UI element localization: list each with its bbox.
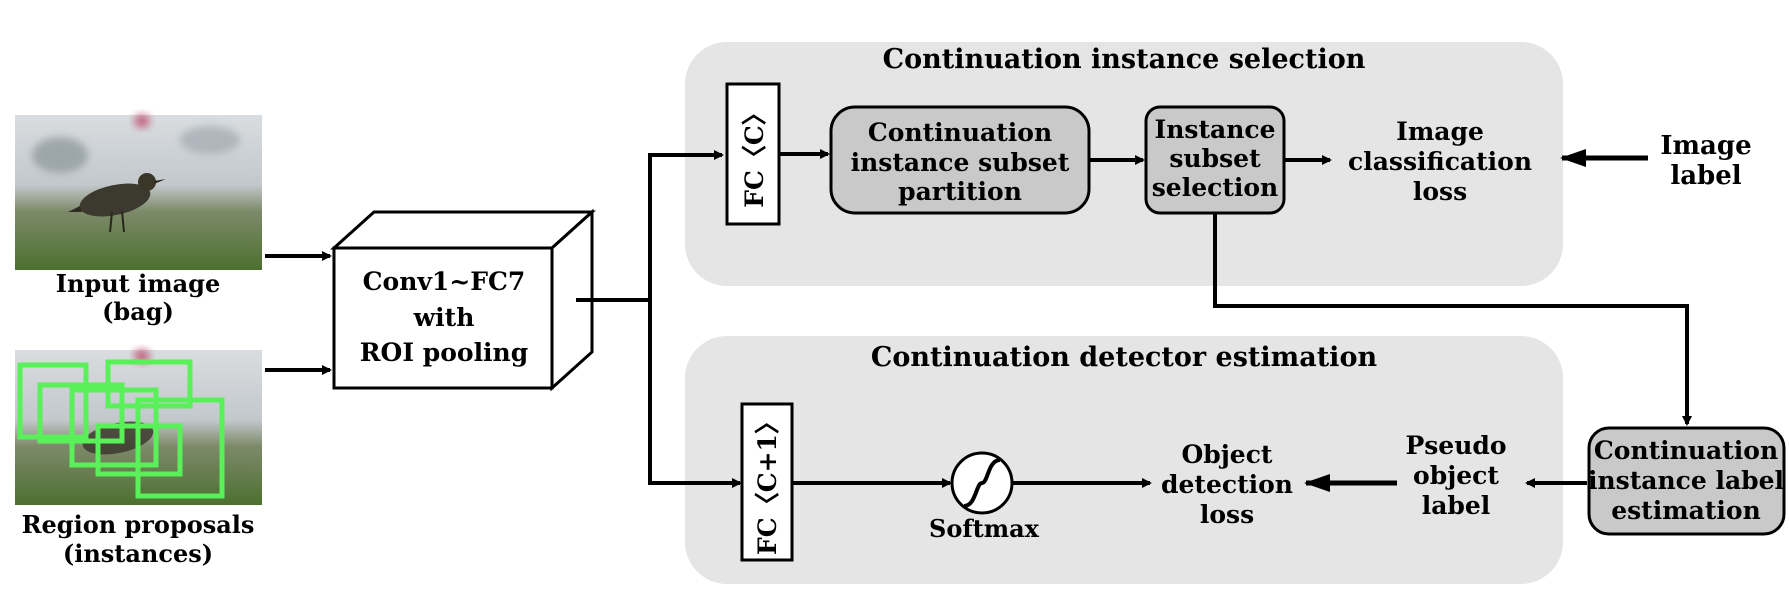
label-estimation-block (1587, 426, 1786, 536)
image-loss-label-line3: loss (1413, 177, 1467, 206)
branch-connector (576, 150, 742, 488)
image-loss-label-line1: Image (1396, 117, 1484, 146)
region-proposals-caption-line1: Region proposals (22, 510, 255, 539)
softmax-label: Softmax (929, 514, 1040, 543)
arrow-selection-to-label-estimation (1213, 213, 1692, 426)
subset-selection-label-line3: selection (1152, 173, 1279, 202)
image-label-line2: label (1670, 161, 1741, 191)
partition-label-line3: partition (898, 177, 1022, 206)
proposal-boxes (17, 359, 225, 499)
backbone-label-line2: with (413, 303, 475, 332)
selection-panel (685, 42, 1563, 286)
input-image (15, 114, 262, 270)
detection-loss-label-line3: loss (1200, 500, 1254, 529)
input-image-caption-line2: (bag) (102, 297, 174, 326)
image-label-line1: Image (1660, 131, 1751, 161)
detector-panel (685, 336, 1563, 584)
input-image-caption-line1: Input image (56, 269, 220, 298)
fc-c1-label: FC〈C+1〉 (753, 409, 782, 555)
pseudo-label-line1: Pseudo (1405, 431, 1506, 460)
backbone-label-line3: ROI pooling (360, 338, 528, 367)
partition-label-line2: instance subset (851, 148, 1070, 177)
fc-c-label: FC〈C〉 (740, 100, 769, 208)
image-loss-label-line2: classification (1348, 147, 1532, 176)
backbone-block (330, 208, 596, 392)
partition-label-line1: Continuation (868, 118, 1052, 147)
detector-panel-title: Continuation detector estimation (871, 342, 1378, 373)
pseudo-label-line2: object (1413, 461, 1499, 490)
detection-loss-label-line2: detection (1161, 470, 1293, 499)
region-proposals-image (15, 349, 262, 505)
label-estimation-line2: instance label (1588, 466, 1784, 495)
subset-selection-label-line2: subset (1169, 144, 1261, 173)
detection-loss-label-line1: Object (1182, 440, 1273, 469)
region-proposals-caption-line2: (instances) (63, 539, 213, 568)
bird-icon (68, 173, 166, 233)
backbone-label-line1: Conv1~FC7 (363, 267, 526, 296)
label-estimation-line1: Continuation (1594, 436, 1778, 465)
subset-selection-label-line1: Instance (1155, 115, 1276, 144)
selection-panel-title: Continuation instance selection (883, 44, 1366, 75)
softmax-icon (950, 451, 1014, 515)
pseudo-label-line3: label (1422, 491, 1491, 520)
label-estimation-line3: estimation (1611, 496, 1761, 525)
